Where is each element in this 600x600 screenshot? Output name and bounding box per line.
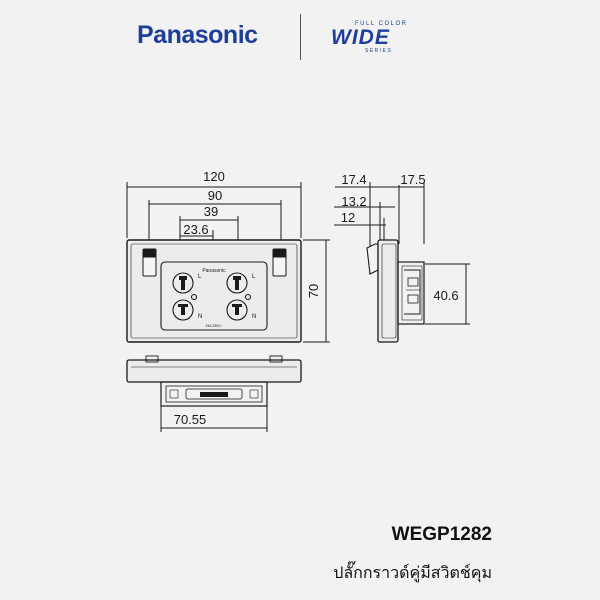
- dim-outlet-width: 23.6: [183, 222, 208, 237]
- outlet-right: [226, 272, 252, 321]
- brand-logo: Panasonic: [137, 21, 258, 49]
- dim-height: 70: [306, 284, 321, 298]
- cover-plate: [126, 239, 302, 343]
- product-model: WEGP1282: [391, 524, 492, 545]
- header-divider: [300, 14, 301, 60]
- dim-mount-spacing: 90: [208, 188, 222, 203]
- header: Panasonic FULL COLOR WIDE SERIES: [0, 0, 600, 80]
- series-logo-top: FULL COLOR: [355, 21, 408, 27]
- side-box: [397, 261, 425, 325]
- neutral-label-right: N: [252, 314, 256, 320]
- side-view: 17.4 17.5 13.2 12 40.6: [334, 172, 470, 343]
- dim-box-width: 70.55: [174, 412, 207, 427]
- dim-box-height: 40.6: [433, 288, 458, 303]
- plate-brand: Panasonic: [202, 268, 226, 274]
- side-plate: [377, 239, 399, 343]
- dim-depth-a: 17.4: [341, 172, 366, 187]
- switch-left: [142, 248, 157, 277]
- dim-depth-d: 12: [341, 210, 355, 225]
- dim-front-width: 120: [203, 169, 225, 184]
- live-label-left: L: [198, 274, 202, 280]
- series-logo: WIDE: [331, 26, 390, 49]
- live-label-right: L: [252, 274, 256, 280]
- product-description: ปลั๊กกราวด์คู่มีสวิตช์คุม: [333, 563, 492, 582]
- dim-depth-b: 17.5: [400, 172, 425, 187]
- neutral-label-left: N: [198, 314, 202, 320]
- front-view: 120 90 39 23.6 Panasonic: [126, 169, 330, 343]
- rating-label: 15A 250V~: [205, 324, 222, 328]
- outlet-frame: [160, 261, 268, 331]
- outlet-left: [172, 272, 198, 321]
- series-logo-bottom: SERIES: [365, 48, 393, 54]
- top-view: 70.55: [126, 355, 302, 432]
- dim-depth-c: 13.2: [341, 194, 366, 209]
- switch-right: [272, 248, 287, 277]
- dim-outlet-spacing: 39: [204, 204, 218, 219]
